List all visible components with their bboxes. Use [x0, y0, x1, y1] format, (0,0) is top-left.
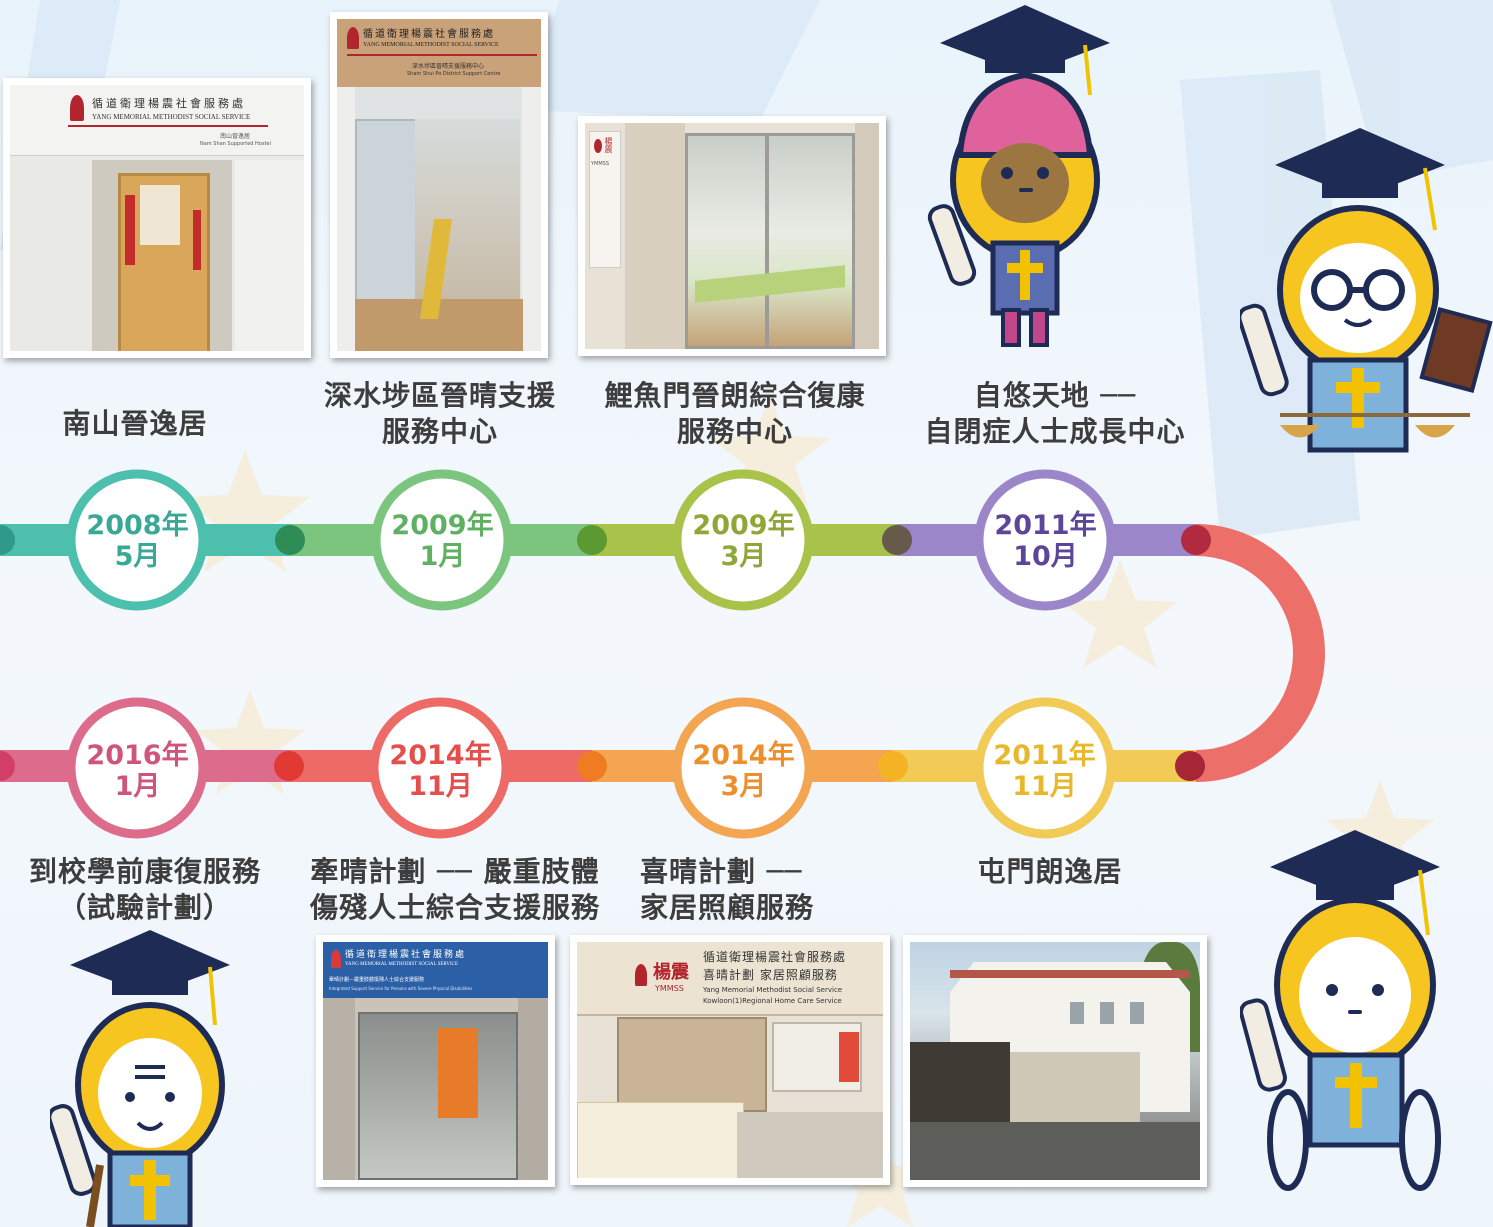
title-tuen-mun: 屯門朗逸居 — [950, 854, 1150, 890]
title-hin-ching: 牽晴計劃 ── 嚴重肢體 傷殘人士綜合支援服務 — [295, 854, 615, 926]
photo-hin-ching: 循道衛理楊震社會服務處 YANG MEMORIAL METHODIST SOCI… — [316, 935, 555, 1187]
node-2011-10: 2011年 10月 — [988, 510, 1103, 572]
node-2016-01: 2016年 1月 — [80, 740, 195, 802]
timeline-node-circle — [371, 469, 513, 611]
timeline-node-circle — [369, 697, 511, 839]
glass-doors — [685, 133, 855, 349]
node-year: 2016年 — [86, 740, 189, 771]
title-line: 服務中心 — [381, 415, 498, 448]
title-line: 喜晴計劃 ── — [640, 855, 803, 888]
title-line: 鯉魚門晉朗綜合復康 — [604, 379, 866, 412]
shop-sign — [577, 942, 883, 1016]
title-hei-ching: 喜晴計劃 ── 家居照顧服務 — [640, 854, 840, 926]
node-year: 2011年 — [993, 740, 1096, 771]
mascot-judge-graduate — [1240, 128, 1493, 453]
sign-sub: 深水埗區晉晴支援服務中心 — [412, 63, 485, 70]
node-year: 2014年 — [692, 740, 795, 771]
node-2009-03: 2009年 3月 — [686, 510, 801, 572]
title-sham-shui-po: 深水埗區晉晴支援 服務中心 — [305, 378, 575, 450]
logo-icon — [70, 95, 84, 121]
sign-en: YANG MEMORIAL METHODIST SOCIAL SERVICE — [363, 42, 499, 48]
sign-sub-en: Sham Shui Po District Support Centre — [407, 71, 501, 77]
node-2008-05: 2008年 5月 — [80, 510, 195, 572]
title-line: 自閉症人士成長中心 — [924, 415, 1186, 448]
photo-hei-ching: 楊震 YMMSS 循道衛理楊震社會服務處 喜晴計劃 家居照顧服務 Yang Me… — [570, 935, 890, 1185]
sign-en: YANG MEMORIAL METHODIST SOCIAL SERVICE — [345, 962, 459, 967]
node-month: 3月 — [720, 541, 767, 572]
logo-icon — [347, 27, 359, 49]
node-2014-03: 2014年 3月 — [686, 740, 801, 802]
logo-icon — [594, 139, 602, 153]
photo-lei-yue-mun: 楊震 YMMSS — [578, 116, 886, 356]
node-year: 2008年 — [86, 510, 189, 541]
title-line: 牽晴計劃 ── 嚴重肢體 — [310, 855, 600, 888]
node-2014-11: 2014年 11月 — [383, 740, 498, 802]
title-line: 傷殘人士綜合支援服務 — [309, 891, 600, 924]
sign-sub-en: Integrated Support Service for Persons w… — [329, 986, 473, 991]
sign-brand: 楊震 — [653, 962, 689, 983]
node-month: 1月 — [419, 541, 466, 572]
node-month: 1月 — [114, 771, 161, 802]
title-preschool: 到校學前康復服務 （試驗計劃） — [15, 854, 275, 926]
sign-cn: 循道衛理楊震社會服務處 — [345, 950, 467, 960]
node-2009-01: 2009年 1月 — [385, 510, 500, 572]
title-line: 服務中心 — [676, 415, 793, 448]
title-autism-centre: 自悠天地 ── 自閉症人士成長中心 — [910, 378, 1200, 450]
title-lei-yue-mun: 鯉魚門晉朗綜合復康 服務中心 — [590, 378, 880, 450]
sign-sub: 牽晴計劃－嚴重肢體傷殘人士綜合支援服務 — [329, 977, 425, 983]
node-month: 3月 — [720, 771, 767, 802]
sign-brand: 楊震 — [604, 137, 613, 153]
timeline-node-circle — [974, 469, 1116, 611]
mascot-turban-graduate — [927, 5, 1110, 347]
sign-brand-en: YMMSS — [655, 984, 684, 993]
sign-en: Yang Memorial Methodist Social Service — [703, 986, 843, 994]
node-month: 10月 — [1013, 541, 1078, 572]
mascot-wheelchair-graduate — [1240, 830, 1441, 1191]
logo-icon — [635, 964, 647, 986]
title-line: 深水埗區晉晴支援 — [323, 379, 556, 412]
sign-cn2: 喜晴計劃 家居照顧服務 — [703, 968, 838, 982]
blue-sign — [323, 942, 548, 998]
glass-door — [355, 119, 417, 303]
photo-tuen-mun — [903, 935, 1207, 1187]
title-line: 自悠天地 ── — [973, 379, 1137, 412]
sign-en: YANG MEMORIAL METHODIST SOCIAL SERVICE — [92, 113, 251, 121]
sign-sub-en: Nam Shan Supported Hostel — [200, 141, 271, 147]
node-month: 5月 — [114, 541, 161, 572]
sign-cn: 循道衛理楊震社會服務處 — [92, 97, 246, 110]
title-line: （試驗計劃） — [57, 891, 232, 924]
banner — [577, 1102, 744, 1178]
timeline-node-circle — [66, 697, 208, 839]
timeline-node-circle — [672, 697, 814, 839]
sign-brand-en: YMMSS — [591, 161, 610, 167]
node-year: 2009年 — [692, 510, 795, 541]
timeline-node-circle — [66, 469, 208, 611]
vertical-sign — [589, 131, 621, 268]
title-line: 家居照顧服務 — [640, 891, 815, 924]
sign-cn: 循道衛理楊震社會服務處 — [703, 950, 847, 964]
sign-cn: 循道衛理楊震社會服務處 — [363, 29, 495, 40]
logo-icon — [331, 950, 341, 968]
node-year: 2009年 — [391, 510, 494, 541]
node-year: 2011年 — [994, 510, 1097, 541]
title-line: 到校學前康復服務 — [28, 855, 261, 888]
node-year: 2014年 — [389, 740, 492, 771]
node-2011-11: 2011年 11月 — [987, 740, 1102, 802]
timeline-node-circle — [974, 697, 1116, 839]
photo-nam-shan: 循道衛理楊震社會服務處 YANG MEMORIAL METHODIST SOCI… — [3, 78, 311, 358]
node-month: 11月 — [408, 771, 473, 802]
mascot-elderly-graduate — [50, 930, 230, 1227]
sign-en2: Kowloon(1)Regional Home Care Service — [703, 997, 842, 1005]
timeline-node-circle — [672, 469, 814, 611]
title-line: 屯門朗逸居 — [977, 855, 1123, 888]
sign-sub: 南山晉逸居 — [220, 133, 251, 140]
node-month: 11月 — [1012, 771, 1077, 802]
title-line: 南山晉逸居 — [62, 407, 208, 440]
title-nam-shan: 南山晉逸居 — [40, 406, 230, 442]
photo-sham-shui-po: 循道衛理楊震社會服務處 YANG MEMORIAL METHODIST SOCI… — [330, 12, 548, 358]
